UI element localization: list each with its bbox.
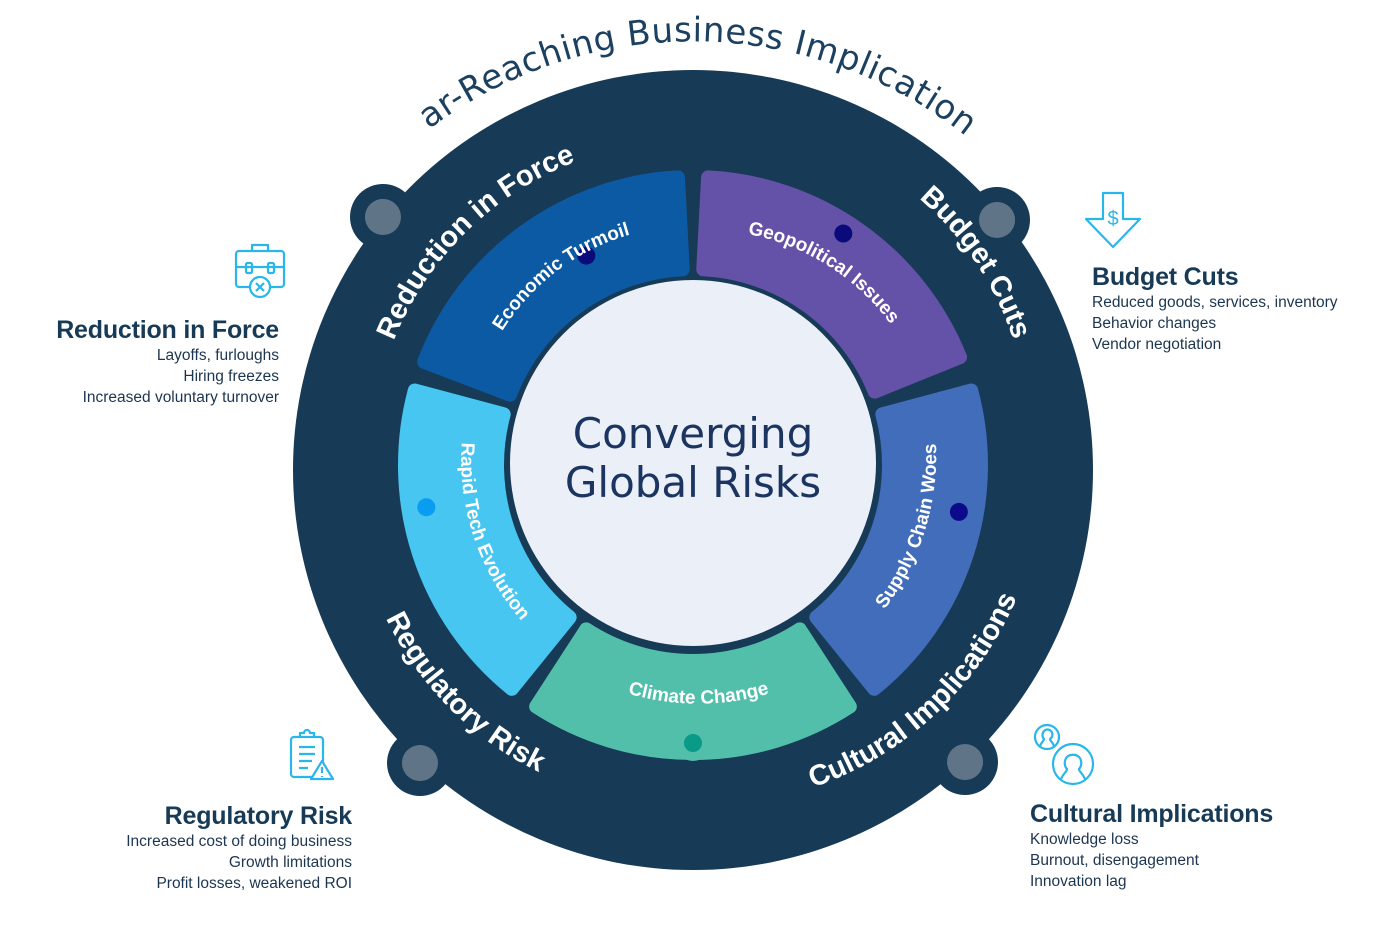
segment-dot-rapid-tech-evolution	[417, 498, 436, 517]
segment-dot-geopolitical-issues	[834, 224, 853, 243]
side-line: Growth limitations	[228, 854, 352, 871]
side-title-cultural-implications: Cultural Implications	[1030, 800, 1274, 828]
side-line: Burnout, disengagement	[1030, 852, 1199, 869]
side-title-budget-cuts: Budget Cuts	[1092, 263, 1239, 291]
segment-rapid-tech-evolution	[398, 383, 577, 696]
segment-dot-climate-change	[684, 734, 702, 752]
down-arrow-dollar-icon: $	[1084, 191, 1142, 249]
knob-top-right-face	[979, 202, 1015, 238]
side-line: Knowledge loss	[1030, 831, 1139, 848]
knob-top-left-face	[365, 199, 401, 235]
side-block-regulatory-risk: Regulatory Risk Increased cost of doing …	[32, 801, 352, 894]
segment-supply-chain-woes	[809, 383, 988, 696]
side-line: Innovation lag	[1030, 873, 1127, 890]
segment-dot-economic-turmoil	[577, 246, 596, 265]
knob-bottom-left-face	[402, 745, 438, 781]
side-block-reduction-in-force: Reduction in Force Layoffs, furloughs Hi…	[0, 315, 279, 408]
side-line: Reduced goods, services, inventory	[1092, 294, 1338, 311]
side-line: Increased cost of doing business	[126, 833, 352, 850]
side-line: Behavior changes	[1092, 315, 1217, 332]
segment-geopolitical-issues	[696, 170, 968, 399]
segment-economic-turmoil	[417, 170, 690, 402]
clipboard-warning-icon	[289, 728, 335, 781]
people-icon	[1033, 723, 1095, 786]
side-line: Vendor negotiation	[1092, 336, 1222, 353]
center-title-line2: Global Risks	[565, 458, 821, 507]
knob-bottom-right-face	[947, 744, 983, 780]
side-line: Layoffs, furloughs	[156, 347, 279, 364]
center-circle	[510, 280, 876, 646]
risk-segments	[398, 170, 988, 761]
side-block-budget-cuts: Budget Cuts Reduced goods, services, inv…	[1092, 262, 1392, 355]
side-line: Increased voluntary turnover	[82, 389, 279, 406]
briefcase-x-icon	[234, 243, 286, 299]
center-title-line1: Converging	[573, 409, 813, 458]
side-block-cultural-implications: Cultural Implications Knowledge loss Bur…	[1030, 799, 1350, 892]
side-title-reduction-in-force: Reduction in Force	[56, 316, 279, 344]
segment-dot-supply-chain-woes	[949, 502, 968, 521]
side-line: Profit losses, weakened ROI	[156, 875, 352, 892]
svg-text:$: $	[1107, 208, 1118, 230]
side-title-regulatory-risk: Regulatory Risk	[164, 802, 353, 830]
segment-climate-change	[529, 622, 857, 760]
side-line: Hiring freezes	[183, 368, 279, 385]
